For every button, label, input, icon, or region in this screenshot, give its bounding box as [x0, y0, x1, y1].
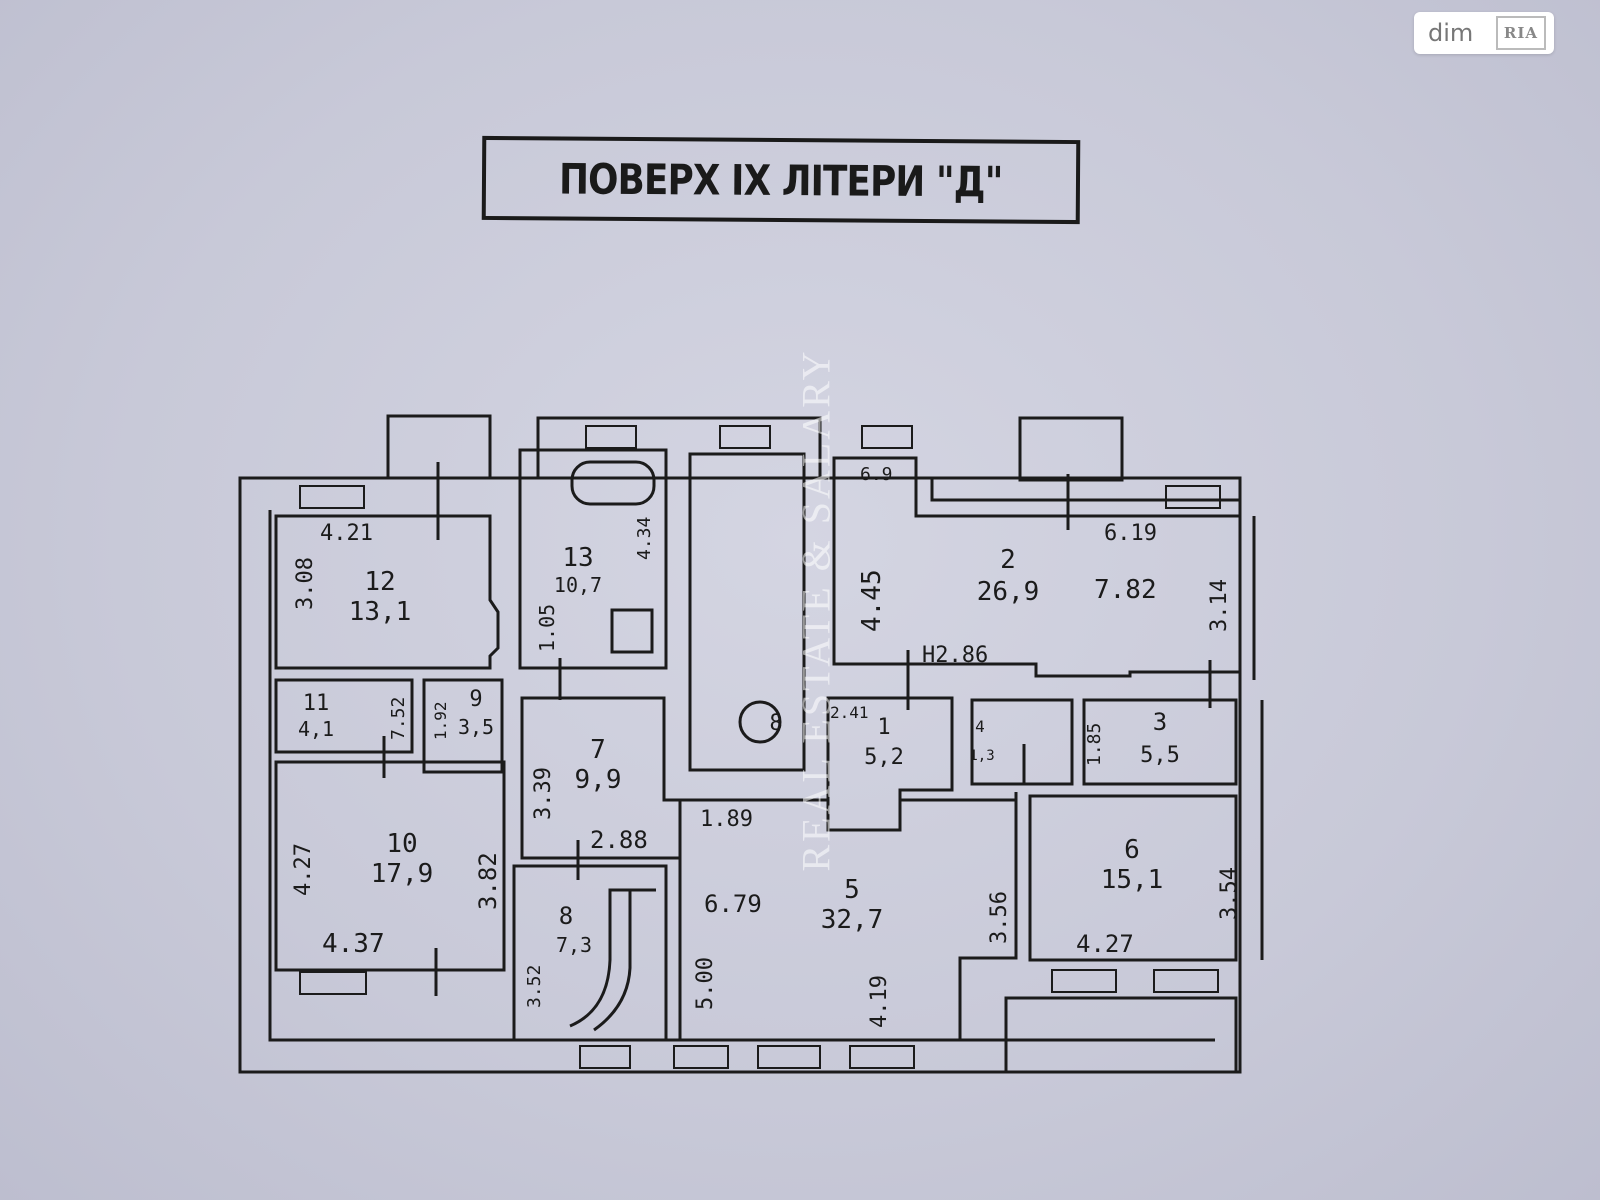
room-2-outline	[832, 456, 1242, 678]
dim-label: 3.14	[1207, 579, 1232, 632]
room-number: 12	[364, 567, 395, 597]
room-number: 1	[877, 715, 890, 740]
room-number: 2	[1000, 545, 1016, 575]
watermark-text: REAL ESTATE & SALARY	[793, 348, 839, 872]
room-number: 7	[590, 735, 606, 765]
dim-label: 7.82	[1094, 575, 1157, 605]
windows	[299, 425, 1221, 1069]
room-number: 6	[1124, 835, 1140, 865]
window	[1153, 969, 1219, 993]
dim-label: 1.92	[431, 701, 450, 740]
room-6-outline	[1028, 794, 1238, 962]
dim-label: 3.54	[1217, 867, 1242, 920]
room-number: 10	[386, 829, 417, 859]
bottom-right-block	[1004, 996, 1238, 1074]
room-number: 5	[844, 875, 860, 905]
room-area: 26,9	[977, 577, 1040, 607]
room-3-outline	[1082, 698, 1238, 786]
dim-label: 1.85	[1084, 723, 1105, 766]
dim-label: 1.89	[700, 807, 753, 832]
room-area: 9,9	[575, 765, 622, 795]
bathtub-icon	[570, 460, 656, 506]
ria-logo-icon: RIA	[1495, 16, 1546, 50]
top-wing	[536, 416, 822, 480]
room-area: 32,7	[821, 905, 884, 935]
dim-label: 3.56	[987, 891, 1012, 944]
room-area: 5,5	[1140, 743, 1180, 768]
room-number: 8	[769, 711, 782, 736]
dim-label: 4.37	[322, 929, 385, 959]
spiral-stair-icon	[569, 888, 656, 1028]
dim-label: 2.88	[590, 826, 648, 854]
dim-label: 4.45	[857, 569, 887, 632]
room-area: 17,9	[371, 859, 434, 889]
room-area: 7,3	[556, 933, 592, 957]
room-13-outline	[518, 448, 668, 670]
room-area: 1,3	[969, 748, 994, 764]
window	[1051, 969, 1117, 993]
room-8-outline	[512, 864, 668, 1042]
dim-label: 1.05	[535, 604, 559, 652]
room-number: 9	[469, 687, 482, 712]
room-number: 11	[303, 691, 330, 716]
room-area: 13,1	[349, 597, 412, 627]
dim-label: 4.19	[867, 975, 892, 1028]
dim-label: 4.34	[634, 517, 655, 560]
dim-label: 5.00	[693, 957, 718, 1010]
dim-label: 6.19	[1104, 521, 1157, 546]
window	[673, 1045, 729, 1069]
window	[579, 1045, 631, 1069]
window	[757, 1045, 821, 1069]
dimria-badge[interactable]: dim RIA	[1414, 12, 1554, 54]
room-area: 5,2	[864, 745, 904, 770]
window	[299, 971, 367, 995]
window	[585, 425, 637, 449]
dim-label: 2.41	[830, 703, 869, 722]
room-number: 8	[559, 902, 573, 930]
chimney-icon	[738, 700, 782, 744]
room-11-outline	[274, 678, 414, 754]
window	[861, 425, 913, 449]
door-marks	[382, 462, 1212, 996]
room-12-outline	[274, 514, 500, 670]
balcony-right	[1018, 416, 1124, 482]
dim-label: 4.27	[1076, 930, 1134, 958]
room-9-outline	[422, 678, 504, 774]
light-well	[688, 452, 806, 772]
room-labels: 12 13,1 13 10,7 2 26,9 11 4,1 9 3,5 7 9,…	[298, 543, 1180, 957]
dim-label: 3.52	[524, 965, 545, 1008]
top-right-strip	[930, 476, 1242, 502]
room-area: 10,7	[554, 573, 602, 597]
dim-label: 7.52	[388, 697, 409, 740]
dim-label: 3.82	[474, 852, 502, 910]
room-area: 15,1	[1101, 865, 1164, 895]
dim-label: 4.21	[320, 521, 373, 546]
dim-label: 4.27	[291, 843, 316, 896]
room-area: 3,5	[458, 715, 494, 739]
spiral-stair-inner	[593, 890, 632, 1032]
room-number: 13	[562, 543, 593, 573]
room-area: 4,1	[298, 717, 334, 741]
dim-label: 3.08	[293, 557, 318, 610]
dim-label: 6.79	[704, 890, 762, 918]
badge-text: dim	[1428, 19, 1474, 47]
window	[849, 1045, 915, 1069]
dimension-labels: 4.21 3.08 4.34 1.05 6.19 7.82 4.45 3.14 …	[291, 464, 1242, 1028]
dim-label: 6.9	[860, 464, 893, 485]
window	[1165, 485, 1221, 509]
walls	[238, 414, 1264, 1074]
dim-label: H2.86	[922, 643, 988, 668]
sink-icon	[610, 608, 654, 654]
room-10-outline	[274, 760, 506, 972]
room-number: 3	[1153, 708, 1167, 736]
window	[719, 425, 771, 449]
room-number: 4	[975, 717, 985, 736]
room-4-outline	[970, 698, 1074, 786]
dim-label: 3.39	[531, 767, 556, 820]
window	[299, 485, 365, 509]
